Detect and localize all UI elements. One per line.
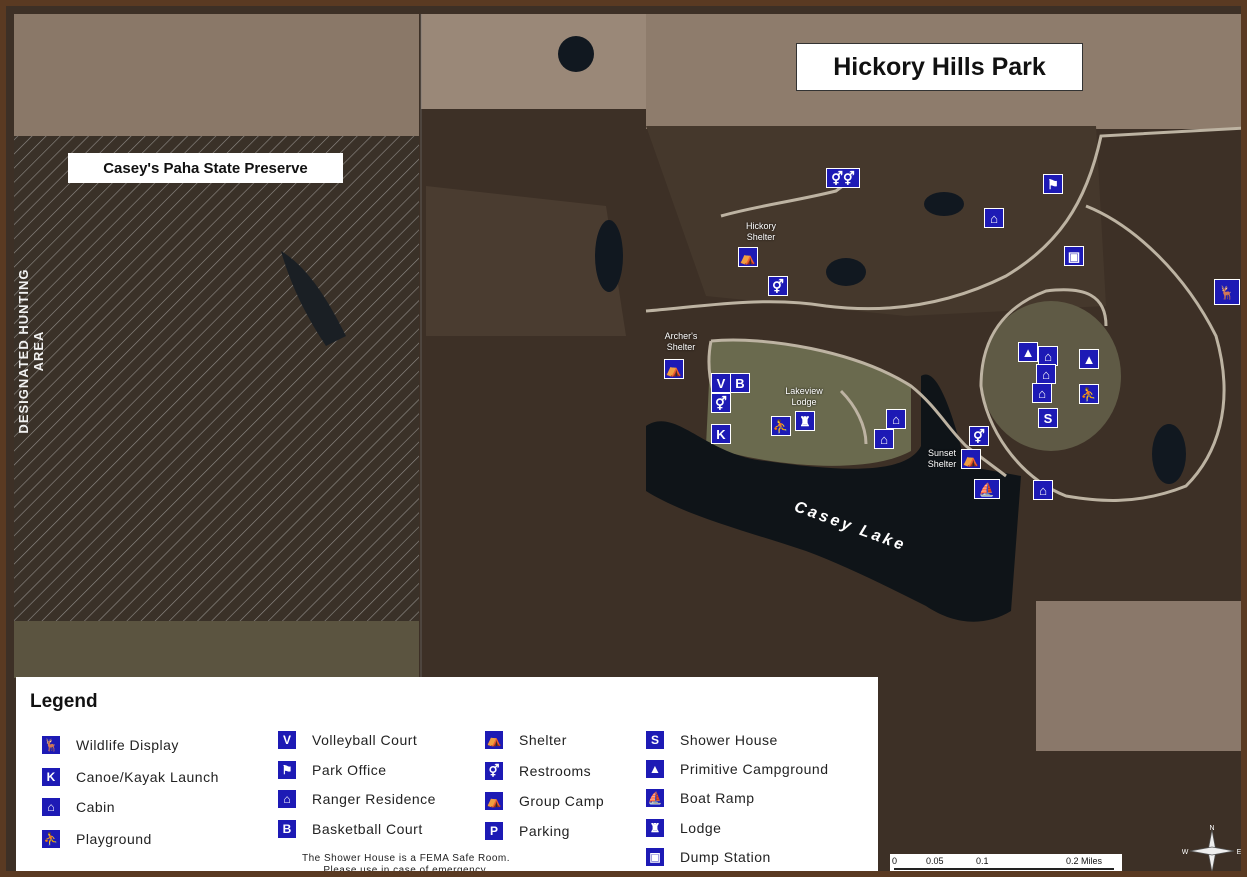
pond-central bbox=[826, 258, 866, 286]
ranger-residence-icon[interactable]: ⌂ bbox=[984, 208, 1004, 228]
scale-tick-3: 0.2 Miles bbox=[1066, 856, 1103, 866]
forest-central bbox=[646, 126, 1106, 316]
legend-item-playground: ⛹ Playground bbox=[42, 830, 152, 848]
map-title: Hickory Hills Park bbox=[796, 43, 1083, 91]
cabin-icon[interactable]: ⌂ bbox=[1036, 364, 1056, 384]
scale-tick-2: 0.1 bbox=[976, 856, 989, 866]
scale-bar-line bbox=[894, 868, 1114, 870]
pond-northeast bbox=[924, 192, 964, 216]
pond-north bbox=[558, 36, 594, 72]
hunting-area-label: DESIGNATED HUNTING AREA bbox=[16, 268, 46, 434]
cabin-icon[interactable]: ⌂ bbox=[1032, 383, 1052, 403]
ranger-residence-icon: ⌂ bbox=[278, 790, 296, 808]
playground-icon[interactable]: ⛹ bbox=[771, 416, 791, 436]
park-office-icon: ⚑ bbox=[278, 761, 296, 779]
lodge-icon[interactable]: ♜ bbox=[795, 411, 815, 431]
playground-icon: ⛹ bbox=[42, 830, 60, 848]
shelter-icon[interactable]: ⛺ bbox=[961, 449, 981, 469]
hickory-shelter-label: Hickory Shelter bbox=[745, 221, 776, 242]
parking-icon: P bbox=[485, 822, 503, 840]
canoe-kayak-launch-icon[interactable]: K bbox=[711, 424, 731, 444]
legend-item-primitive-campground: ▲ Primitive Campground bbox=[646, 758, 829, 780]
scale-tick-0: 0 bbox=[892, 856, 898, 866]
cabin-icon[interactable]: ⌂ bbox=[886, 409, 906, 429]
pond-east bbox=[1152, 424, 1186, 484]
legend-title: Legend bbox=[30, 691, 98, 712]
legend-item-dump-station: ▣ Dump Station bbox=[646, 846, 771, 868]
wildlife-display-icon[interactable]: 🦌 bbox=[1214, 279, 1240, 305]
field-southeast bbox=[1036, 601, 1241, 751]
restrooms-icon: ⚥ bbox=[485, 762, 503, 780]
legend-item-boat-ramp: ⛵ Boat Ramp bbox=[646, 789, 755, 807]
legend-item-ranger-residence: ⌂ Ranger Residence bbox=[278, 788, 436, 810]
primitive-campground-icon[interactable]: ▲ bbox=[1018, 342, 1038, 362]
safe-room-note: The Shower House is a FEMA Safe Room. Pl… bbox=[301, 853, 511, 876]
shelter-icon[interactable]: ⛺ bbox=[664, 359, 684, 379]
archers-shelter-label: Archer's Shelter bbox=[664, 331, 698, 352]
basketball-court-icon: B bbox=[278, 820, 296, 838]
primitive-campground-icon: ▲ bbox=[646, 760, 664, 778]
restrooms-icon[interactable]: ⚥ bbox=[969, 426, 989, 446]
svg-text:W: W bbox=[1182, 849, 1189, 856]
legend-item-parking: P Parking bbox=[485, 820, 570, 842]
basketball-court-icon[interactable]: B bbox=[730, 373, 750, 393]
legend-item-cabin: ⌂ Cabin bbox=[42, 796, 115, 818]
wildlife-display-icon: 🦌 bbox=[42, 736, 60, 754]
casey-lake bbox=[646, 374, 1021, 622]
boat-ramp-icon[interactable]: ⛵ bbox=[974, 479, 1000, 499]
legend-item-wildlife-display: 🦌 Wildlife Display bbox=[42, 736, 179, 754]
sunset-shelter-label: Sunset Shelter bbox=[927, 448, 957, 469]
cabin-icon[interactable]: ⌂ bbox=[1038, 346, 1058, 366]
legend-item-lodge: ♜ Lodge bbox=[646, 817, 721, 839]
volleyball-court-icon: V bbox=[278, 731, 296, 749]
field-northwest bbox=[14, 14, 419, 139]
svg-text:S: S bbox=[1210, 873, 1215, 877]
primitive-campground-icon[interactable]: ▲ bbox=[1079, 349, 1099, 369]
park-roads bbox=[645, 126, 1241, 502]
shelter-icon: ⛺ bbox=[485, 731, 503, 749]
svg-text:N: N bbox=[1209, 825, 1214, 832]
group-camp-icon: ⛺ bbox=[485, 792, 503, 810]
cabin-icon[interactable]: ⌂ bbox=[874, 429, 894, 449]
legend-item-park-office: ⚑ Park Office bbox=[278, 759, 387, 781]
scale-tick-1: 0.05 bbox=[926, 856, 944, 866]
restrooms-icon[interactable]: ⚥ bbox=[711, 393, 731, 413]
lakeview-lodge-label: Lakeview Lodge bbox=[785, 386, 823, 407]
lodge-icon: ♜ bbox=[646, 819, 664, 837]
legend-item-basketball: B Basketball Court bbox=[278, 818, 423, 840]
legend-item-shelter: ⛺ Shelter bbox=[485, 731, 567, 749]
scale-bar: 0 0.05 0.1 0.2 Miles bbox=[890, 854, 1122, 871]
compass-rose-icon: N S W E bbox=[1182, 825, 1242, 877]
forest-west-plantation bbox=[426, 186, 626, 336]
legend: Legend 🦌 Wildlife Display K Canoe/Kayak … bbox=[16, 677, 878, 876]
legend-item-canoe-kayak: K Canoe/Kayak Launch bbox=[42, 766, 219, 788]
restrooms-icon[interactable]: ⚥ bbox=[768, 276, 788, 296]
boat-ramp-icon: ⛵ bbox=[646, 789, 664, 807]
lodge-clearing bbox=[706, 340, 911, 466]
shower-house-icon[interactable]: S bbox=[1038, 408, 1058, 428]
shower-house-icon: S bbox=[646, 731, 664, 749]
shelter-icon[interactable]: ⛺ bbox=[738, 247, 758, 267]
legend-item-group-camp: ⛺ Group Camp bbox=[485, 792, 605, 810]
svg-text:E: E bbox=[1237, 849, 1242, 856]
field-north bbox=[421, 14, 646, 109]
dump-station-icon[interactable]: ▣ bbox=[1064, 246, 1084, 266]
dump-station-icon: ▣ bbox=[646, 848, 664, 866]
preserve-label: Casey's Paha State Preserve bbox=[68, 153, 343, 183]
cabin-icon[interactable]: ⌂ bbox=[1033, 480, 1053, 500]
legend-item-restrooms: ⚥ Restrooms bbox=[485, 760, 591, 782]
volleyball-court-icon[interactable]: V bbox=[711, 373, 731, 393]
legend-item-shower-house: S Shower House bbox=[646, 729, 778, 751]
canoe-kayak-icon: K bbox=[42, 768, 60, 786]
legend-item-volleyball: V Volleyball Court bbox=[278, 729, 417, 751]
restrooms-icon[interactable]: ⚥⚥ bbox=[826, 168, 860, 188]
park-office-icon[interactable]: ⚑ bbox=[1043, 174, 1063, 194]
playground-icon[interactable]: ⛹ bbox=[1079, 384, 1099, 404]
preserve-hatch bbox=[14, 136, 419, 621]
aerial-map bbox=[6, 6, 1241, 871]
pond-west bbox=[595, 220, 623, 292]
cabin-icon: ⌂ bbox=[42, 798, 60, 816]
pond-preserve bbox=[281, 251, 346, 346]
